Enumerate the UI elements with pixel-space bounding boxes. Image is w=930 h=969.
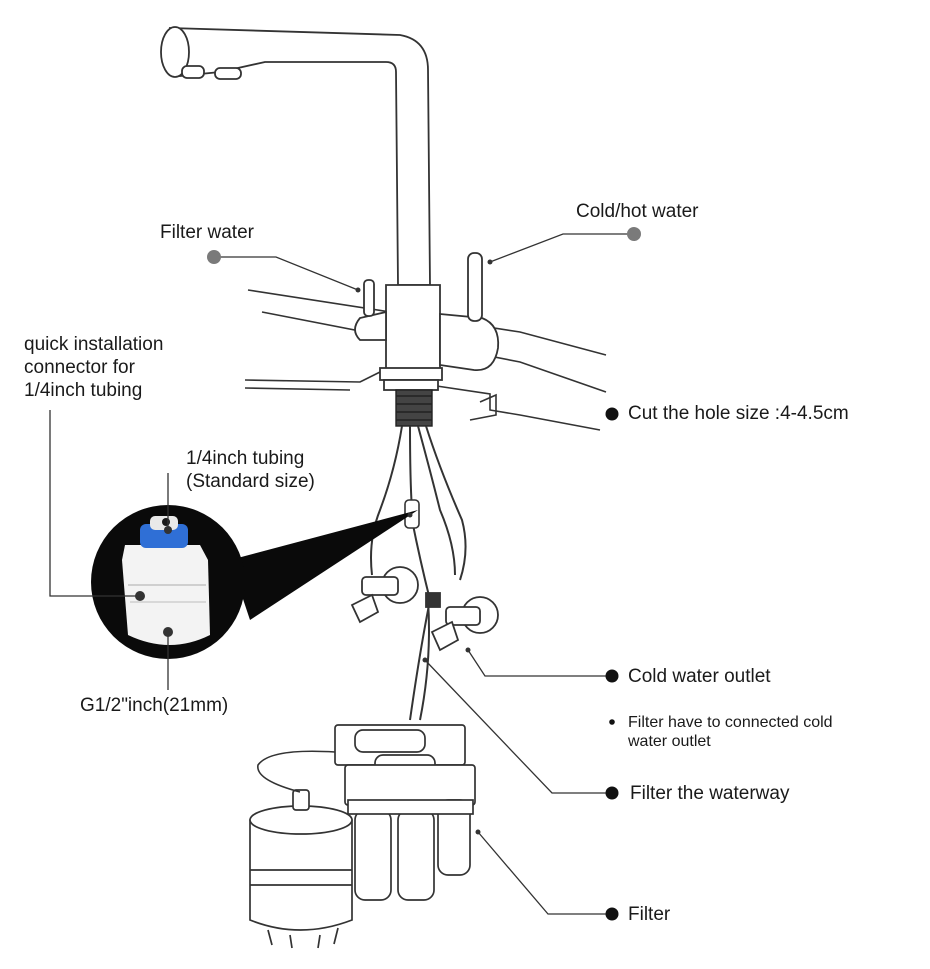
filter-note-label: Filter have to connected cold water outl… [628,713,833,751]
water-tank [249,789,353,949]
callout-lines [49,233,634,915]
filter-waterway-label: Filter the waterway [630,783,790,804]
tubing-line-1: 1/4inch tubing [186,448,305,469]
callout-small-dots [135,259,493,835]
tubing-line-2: (Standard size) [186,470,315,492]
ro-filter-system [334,724,476,901]
filter-water-label: Filter water [160,222,254,243]
countertop [244,289,607,431]
tubing-label: 1/4inch tubing (Standard size) [186,448,315,494]
callout-dots [207,227,641,264]
cut-hole-label: Cut the hole size :4-4.5cm [628,403,849,424]
connector-closeup [91,505,418,659]
cold-hot-water-label: Cold/hot water [576,201,699,222]
filter-note-line-2: water outlet [628,733,711,751]
faucet [160,26,500,391]
thread-size-label: G1/2"inch(21mm) [80,695,229,716]
shank [395,389,433,427]
filter-note-line-1: Filter have to connected cold [628,714,833,731]
quick-connector-line-2: connector for [24,356,135,378]
quick-connector-line-1: quick installation [24,334,164,355]
quick-connector-line-3: 1/4inch tubing [24,379,143,401]
hoses [370,425,467,721]
tank-hose [257,750,336,793]
cold-water-outlet-label: Cold water outlet [628,666,771,687]
bullets [605,407,619,921]
quick-connector-label: quick installation connector for 1/4inch… [24,334,163,402]
filter-label: Filter [628,904,671,925]
left-angle-valve [350,566,419,624]
right-angle-valve [425,592,499,652]
